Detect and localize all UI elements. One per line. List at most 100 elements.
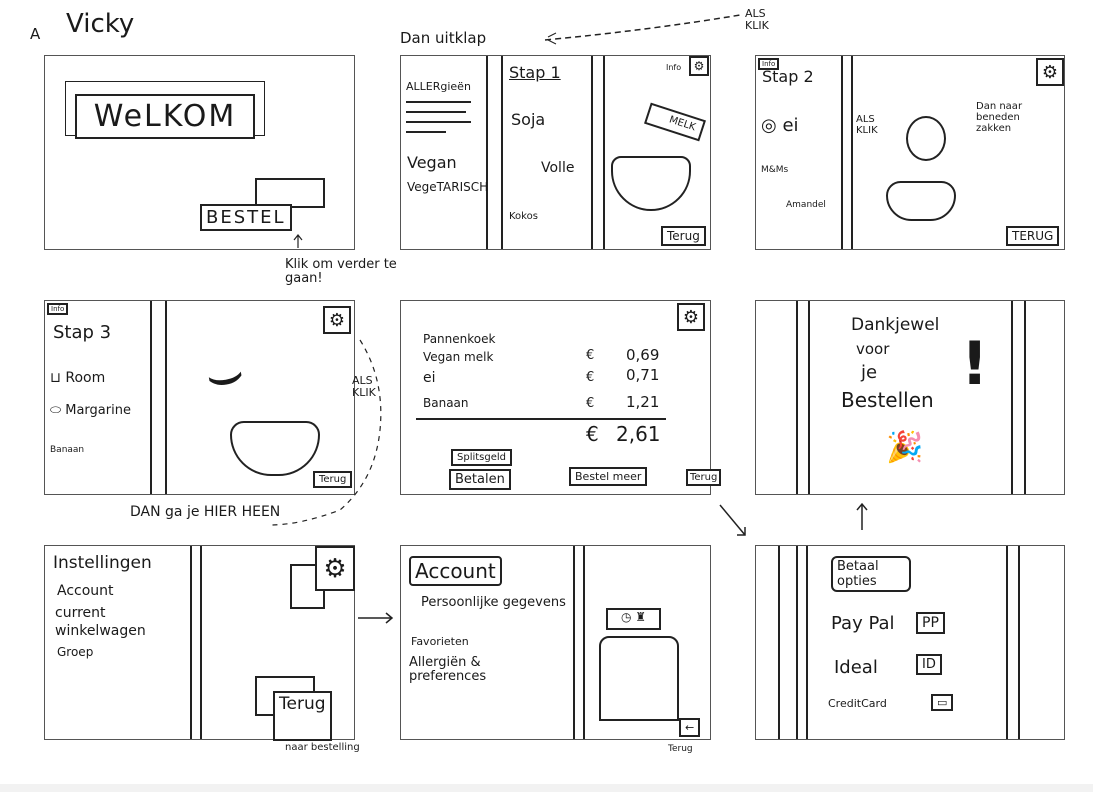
settings-item-groep[interactable]: Groep [57,645,94,659]
line-name: Banaan [423,396,469,410]
welcome-title: WeLKOM [75,94,255,139]
account-item-allergies[interactable]: Allergiën & preferences [409,655,487,685]
exclamation-mark: ! [961,329,989,399]
order-more-button[interactable]: Bestel meer [569,467,648,486]
pay-button[interactable]: Betalen [449,469,511,490]
annotation-als-klik: ALS KLIK [745,7,769,33]
party-popper-icon: 🎉 [886,430,924,465]
ingredient-label: ei [782,115,799,136]
thanks-line: Dankjewel [851,315,940,335]
arrow-annotation [269,234,868,624]
total-price: 2,61 [616,422,661,446]
split-button[interactable]: Splitsgeld [451,449,513,466]
annotation-naar-bestelling: naar bestelling [285,742,360,753]
screen-step2: Info Stap 2 ◎ ei M&Ms Amandel ALS KLIK D… [755,55,1065,250]
gear-icon[interactable]: ⚙ [315,546,355,591]
annotation-als-klik: ALS KLIK [352,374,376,400]
diet-vegetarisch[interactable]: VegeTARISCH [407,180,489,194]
screen-settings: Instellingen Account current winkelwagen… [44,545,355,741]
milk-kokos[interactable]: Kokos [509,211,538,222]
ingredient-label: Margarine [65,403,131,418]
screen-summary: ⚙ Pannenkoek Vegan melk€0,69 ei€0,71 Ban… [400,300,722,495]
option-label: CreditCard [828,697,887,710]
house-illustration [599,636,679,721]
step-title: Stap 1 [509,63,561,82]
ingredient-amandel[interactable]: Amandel [786,200,826,210]
egg-icon: ◎ [761,115,783,136]
gear-icon[interactable]: ⚙ [1036,58,1064,86]
option-label: Pay Pal [831,613,895,634]
total-currency: € [586,422,599,446]
ingredient-margarine[interactable]: ⬭ Margarine [50,403,131,418]
banana-icon: ⌣ [199,336,251,412]
screen-account: Account Persoonlijke gegevens Favorieten… [400,545,711,740]
back-arrow-icon[interactable]: ← [679,718,701,737]
milk-volle[interactable]: Volle [541,160,575,176]
egg-icon [906,116,946,161]
back-button[interactable]: Terug [661,226,706,246]
info-label[interactable]: Info [666,63,682,72]
gear-icon[interactable]: ⚙ [689,56,709,76]
line-price: 0,71 [626,366,660,384]
bowl-icon [611,156,691,211]
account-title: Account [409,556,502,586]
account-item-personal[interactable]: Persoonlijke gegevens [421,595,566,610]
ingredient-room[interactable]: ⊔ Room [50,370,106,386]
container-icon: ⊔ [50,370,66,386]
arrow-annotation [544,14,741,45]
allergies-title: ALLERgieën [406,80,471,93]
line-currency: € [586,396,595,411]
ingredient-ei[interactable]: ◎ ei [761,116,799,136]
thanks-line: je [861,362,878,383]
ideal-icon: ID [916,654,942,675]
info-button[interactable]: Info [758,58,780,70]
screen-payment: Betaal opties Pay Pal PP Ideal ID CreditCa… [755,545,1065,740]
ingredient-banaan[interactable]: Banaan [50,445,85,455]
milk-soja[interactable]: Soja [511,110,546,129]
annotation-klik-verder: Klik om verder te gaan! [285,257,397,287]
gear-icon[interactable]: ⚙ [677,303,705,331]
annotation-dan-uitklap: Dan uitklap [400,29,487,47]
order-button[interactable]: BESTEL [200,204,292,231]
line-currency: € [586,370,595,385]
bowl-icon [886,181,956,221]
annotation-als-klik: ALS KLIK [856,114,878,136]
back-label: Terug [668,744,693,754]
line-currency: € [586,348,595,363]
back-button[interactable]: Terug [273,691,332,741]
settings-title: Instellingen [53,553,152,573]
ingredient-mms[interactable]: M&Ms [761,165,789,175]
step-title: Stap 2 [762,67,814,86]
bowl-icon [230,421,320,476]
back-button[interactable]: Terug [313,471,353,488]
thanks-line: voor [856,340,890,358]
author-name: Vicky [66,9,135,39]
back-button[interactable]: Terug [686,469,722,486]
thanks-line: Bestellen [841,388,934,412]
gear-icon[interactable]: ⚙ [323,306,351,334]
settings-item-account[interactable]: Account [57,583,114,599]
annotation-dan-ga-je: DAN ga je HIER HEEN [130,504,281,520]
ingredient-label: Room [65,370,106,386]
settings-item-current[interactable]: current [55,605,106,621]
credit-card-icon: ▭ [931,694,954,711]
diet-vegan[interactable]: Vegan [407,153,457,172]
back-button[interactable]: TERUG [1006,226,1060,246]
divider [416,418,666,420]
product-name: Pannenkoek [423,332,496,346]
payment-title: Betaal opties [831,556,911,592]
line-price: 0,69 [626,346,660,364]
line-price: 1,21 [626,393,660,411]
screen-step1: ALLERgieën Vegan VegeTARISCH Stap 1 Soja… [400,55,711,250]
clock-icon: ◷ ♜ [606,608,661,630]
line-name: Vegan melk [423,350,494,364]
annotation-dan-zakken: Dan naar beneden zakken [976,101,1023,134]
account-item-favorites[interactable]: Favorieten [411,635,469,648]
settings-item-winkelwagen[interactable]: winkelwagen [55,623,146,639]
screen-thanks: Dankjewel voor je Bestellen ! 🎉 [755,300,1065,495]
info-button[interactable]: Info [47,303,69,315]
page-footer-strip [0,784,1093,792]
option-label: Ideal [834,657,878,678]
tub-icon: ⬭ [50,403,66,418]
paypal-icon: PP [916,612,945,634]
